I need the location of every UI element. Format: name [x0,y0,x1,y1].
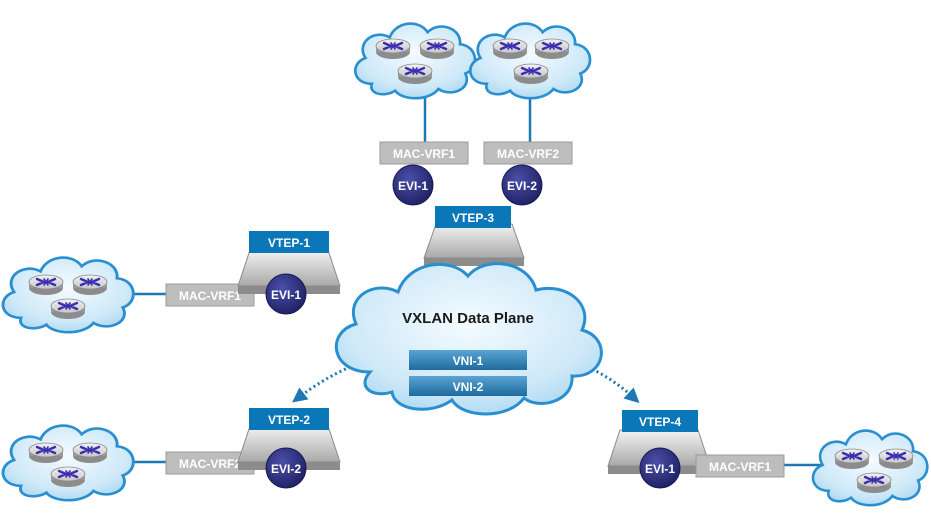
mac-vrf-label: MAC-VRF1 [179,289,241,303]
vni-label: VNI-2 [453,380,484,394]
vni-bar [409,376,527,396]
evi-circle [639,447,681,489]
router-icon [855,471,893,495]
mac-vrf-box [695,454,785,478]
vtep-label-box [622,410,698,432]
vxlan-title: VXLAN Data Plane [402,310,534,327]
router-icon [877,447,915,471]
router-icon [49,297,87,321]
vtep-label-box [435,206,511,228]
router-icon [71,441,109,465]
vtep-label: VTEP-1 [268,236,310,250]
evi-circle [501,164,543,206]
router-icon [833,447,871,471]
vtep-label-box [249,231,329,253]
vtep-label: VTEP-4 [639,415,681,429]
evi-label: EVI-2 [507,179,537,193]
mac-vrf-box [379,141,469,165]
router-icon [512,62,550,86]
router-icon [27,441,65,465]
mac-vrf-label: MAC-VRF1 [393,147,455,161]
cloud-left-lower [1,424,135,502]
vtep-label-box [249,408,329,430]
mac-vrf-label: MAC-VRF1 [709,460,771,474]
evi-label: EVI-2 [271,462,301,476]
vni-bar [409,350,527,370]
vtep4-group: VTEP-4 MAC-VRF1 EVI-1 [607,410,785,489]
router-icon [396,62,434,86]
vtep1-group: MAC-VRF1 VTEP-1 EVI-1 [165,231,341,315]
vtep3-group: MAC-VRF1 MAC-VRF2 VTEP-3 EVI-1 EVI-2 [379,141,573,266]
cloud-icon [334,262,603,416]
mac-vrf-box [165,283,255,307]
evi-label: EVI-1 [271,288,301,302]
vtep2-group: MAC-VRF2 VTEP-2 EVI-2 [165,408,341,489]
router-icon [71,273,109,297]
vni-label: VNI-1 [453,354,484,368]
cloud-top-left [353,22,477,100]
router-icon [418,37,456,61]
cloud-left-upper [1,256,135,334]
router-icon [49,465,87,489]
evi-circle [265,447,307,489]
switch-base [424,258,524,266]
vxlan-cloud: VXLAN Data Plane VNI-1 VNI-2 [334,262,603,416]
vtep-label: VTEP-2 [268,413,310,427]
router-icon [533,37,571,61]
router-icon [374,37,412,61]
evi-circle [265,273,307,315]
router-icon [491,37,529,61]
evi-label: EVI-1 [398,179,428,193]
mac-vrf-box [483,141,573,165]
vtep-label: VTEP-3 [452,211,494,225]
cloud-top-right [468,22,592,100]
router-icon [27,273,65,297]
switch-icon [423,223,525,259]
cloud-right-lower [811,429,929,507]
evi-label: EVI-1 [645,462,675,476]
mac-vrf-label: MAC-VRF2 [179,457,241,471]
mac-vrf-label: MAC-VRF2 [497,147,559,161]
evi-circle [392,164,434,206]
